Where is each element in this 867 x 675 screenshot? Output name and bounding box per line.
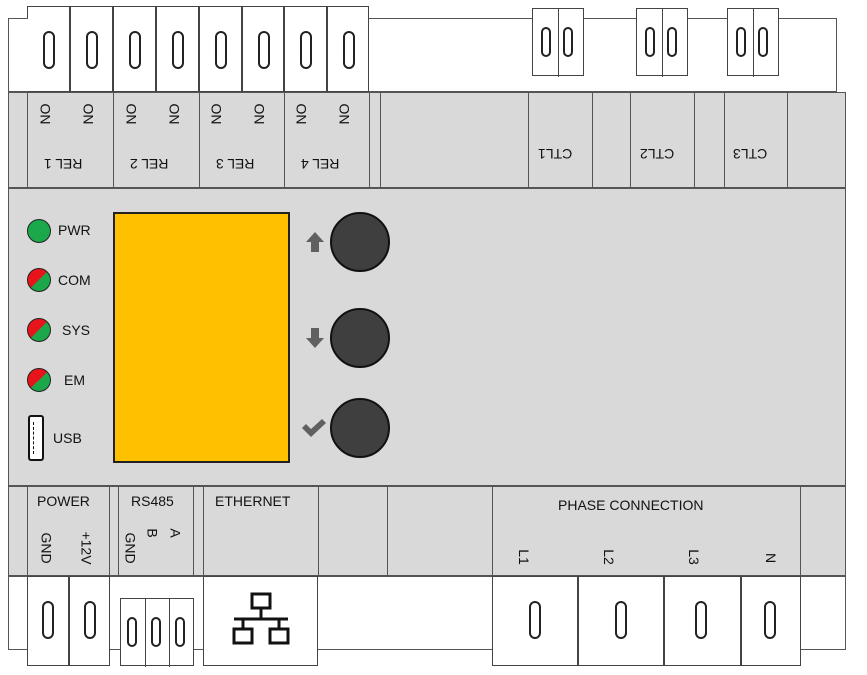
phase-terminal-l3 [664,576,741,666]
rel3-on-b-label: ON [251,103,268,125]
rel1-on-a-label: ON [37,103,54,125]
rel4-on-a-label: ON [293,103,310,125]
usb-label: USB [53,430,82,446]
lcd-display [113,212,290,463]
rs485-a-label: A [167,528,184,538]
usb-port-icon[interactable] [28,415,44,461]
phase-terminal-l2 [578,576,664,666]
rs485-gnd-label: GND [122,532,139,564]
rel4-on-b-label: ON [336,103,353,125]
sys-led [27,318,51,342]
rs485-b-label: B [144,528,161,538]
em-label: EM [64,372,85,388]
bottom-label-strip [8,486,846,576]
relay-terminal [242,6,284,92]
rel1-label: REL 1 [44,156,83,172]
phase-l1-label: L1 [515,549,532,565]
phase-n-label: N [763,552,780,564]
relay-terminal [70,6,113,92]
arrow-up-icon [306,232,324,252]
down-button[interactable] [330,308,390,368]
relay-terminal [113,6,156,92]
rel4-label: REL 4 [301,156,340,172]
rs485-title: RS485 [131,493,174,509]
phase-l3-label: L3 [685,549,702,565]
confirm-button[interactable] [330,398,390,458]
com-label: COM [58,272,91,288]
power-12v-label: +12V [78,531,95,565]
relay-terminal [284,6,327,92]
arrow-down-icon [306,328,324,348]
rel1-on-b-label: ON [80,103,97,125]
power-terminal-12v [69,576,110,666]
ethernet-title: ETHERNET [215,493,291,509]
rel2-on-b-label: ON [166,103,183,125]
relay-terminal [199,6,242,92]
ctl1-terminal [532,8,584,77]
relay-terminal [156,6,199,92]
rs485-terminal [120,598,194,667]
power-gnd-label: GND [38,532,55,564]
checkmark-icon [302,419,326,437]
top-housing-left [8,18,28,92]
ctl2-label: CTL2 [640,146,675,162]
ctl3-label: CTL3 [733,146,768,162]
power-terminal-gnd [27,576,69,666]
power-title: POWER [37,493,90,509]
ctl3-terminal [727,8,779,77]
ctl2-terminal [636,8,688,77]
ethernet-port[interactable] [203,576,318,666]
phase-title: PHASE CONNECTION [558,497,704,513]
rel2-label: REL 2 [130,156,169,172]
relay-terminal [327,6,369,92]
pwr-label: PWR [58,222,91,238]
rel3-on-a-label: ON [208,103,225,125]
ctl1-label: CTL1 [538,146,573,162]
rel3-label: REL 3 [216,156,255,172]
sys-label: SYS [62,322,91,338]
network-icon [232,592,290,645]
em-led [27,368,51,392]
com-led [27,268,51,292]
phase-l2-label: L2 [600,549,617,565]
phase-terminal-n [741,576,801,666]
phase-terminal-l1 [492,576,578,666]
pwr-led [27,219,51,243]
top-label-strip [8,92,846,188]
relay-terminal [27,6,70,92]
rel2-on-a-label: ON [123,103,140,125]
up-button[interactable] [330,212,390,272]
